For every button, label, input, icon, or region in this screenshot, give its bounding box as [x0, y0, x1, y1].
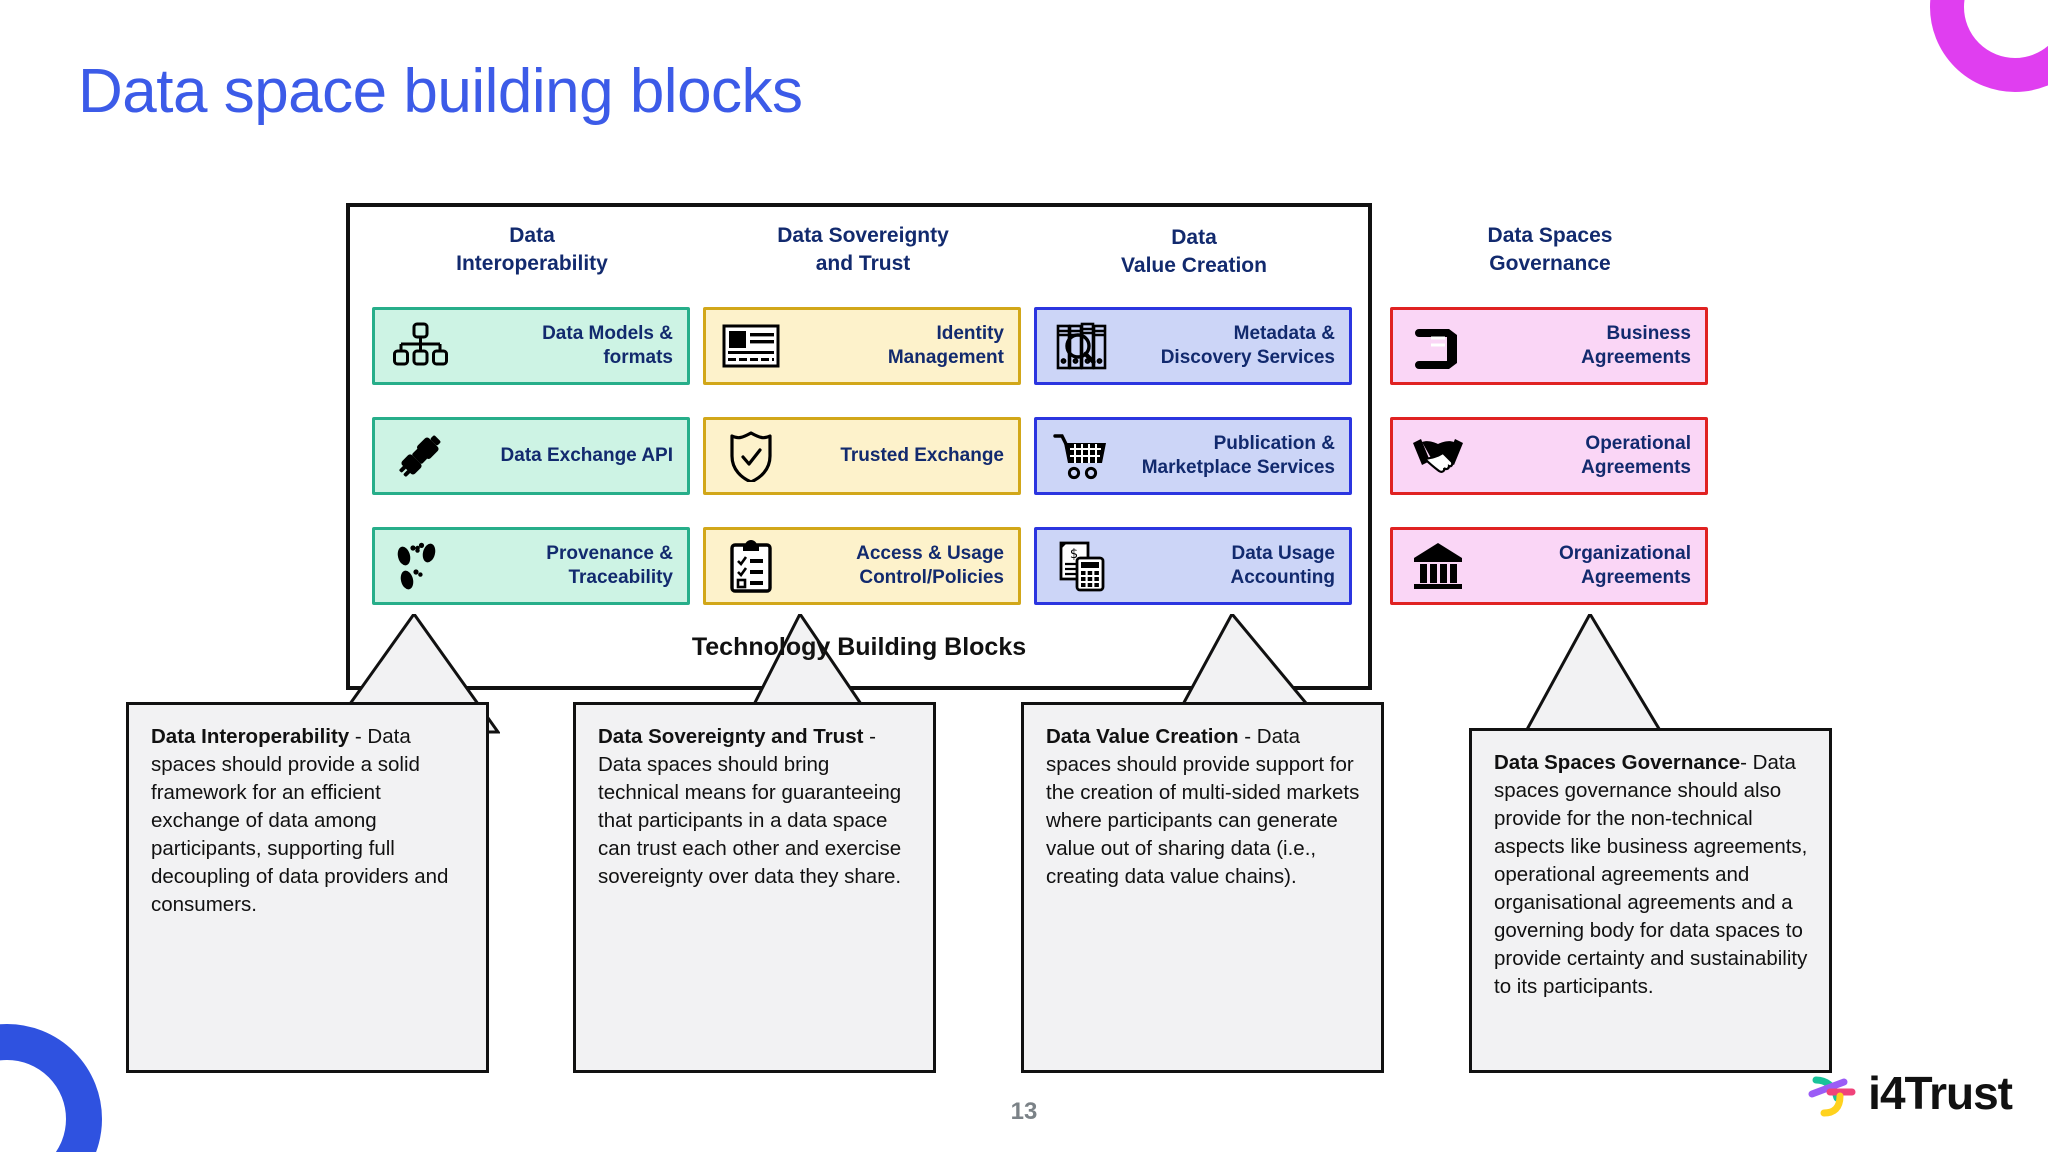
block-access-usage-control-policies[interactable]: Access & Usage Control/Policies: [703, 527, 1021, 605]
shopping-cart-icon: [1045, 425, 1119, 487]
decorative-arc-bottom-left: [0, 1024, 102, 1152]
block-data-usage-accounting[interactable]: $ Data Usage Accounting: [1034, 527, 1352, 605]
block-label: Publication & Marketplace Services: [1141, 433, 1335, 478]
callout-body: - Data spaces should provide a solid fra…: [151, 725, 449, 916]
column-header-data-interoperability: Data Interoperability: [456, 224, 608, 275]
callout-data-sovereignty-and-trust: Data Sovereignty and Trust - Data spaces…: [573, 702, 936, 1073]
bank-building-icon: [1401, 535, 1475, 597]
callout-body: - Data spaces should provide support for…: [1046, 725, 1360, 888]
block-data-exchange-api[interactable]: Data Exchange API: [372, 417, 690, 495]
block-metadata-discovery-services[interactable]: Metadata & Discovery Services: [1034, 307, 1352, 385]
callout-title: Data Value Creation: [1046, 725, 1239, 748]
block-data-models-formats[interactable]: Data Models & formats: [372, 307, 690, 385]
block-label: Organizational Agreements: [1559, 543, 1691, 588]
hierarchy-icon: [383, 315, 457, 377]
block-trusted-exchange[interactable]: Trusted Exchange: [703, 417, 1021, 495]
block-organizational-agreements[interactable]: Organizational Agreements: [1390, 527, 1708, 605]
decorative-arc-top-right: [1930, 0, 2048, 92]
brand-wordmark: i4Trust: [1868, 1067, 2013, 1119]
block-label: Operational Agreements: [1581, 433, 1691, 478]
block-operational-agreements[interactable]: Operational Agreements: [1390, 417, 1708, 495]
handshake-icon: [1401, 425, 1475, 487]
block-label: Business Agreements: [1581, 323, 1691, 368]
block-publication-marketplace-services[interactable]: Publication & Marketplace Services: [1034, 417, 1352, 495]
page-number: 13: [1010, 1098, 1038, 1125]
closed-book-icon: [1401, 315, 1475, 377]
column-header-data-value-creation: Data Value Creation: [1121, 226, 1267, 277]
technology-building-blocks-label: Technology Building Blocks: [691, 633, 1027, 661]
block-label: Provenance & Traceability: [546, 543, 673, 588]
callout-title: Data Spaces Governance: [1494, 751, 1741, 774]
block-business-agreements[interactable]: Business Agreements: [1390, 307, 1708, 385]
i4trust-mark-icon: [1804, 1066, 1858, 1120]
callout-data-spaces-governance: Data Spaces Governance- Data spaces gove…: [1469, 728, 1832, 1073]
page-title: Data space building blocks: [78, 57, 803, 126]
books-magnifier-icon: [1045, 315, 1119, 377]
callout-data-value-creation: Data Value Creation - Data spaces should…: [1021, 702, 1384, 1073]
column-header-data-spaces-governance: Data Spaces Governance: [1487, 224, 1613, 275]
block-label: Data Usage Accounting: [1230, 543, 1336, 588]
callout-title: Data Interoperability: [151, 725, 350, 748]
shield-check-icon: [714, 425, 788, 487]
callout-title: Data Sovereignty and Trust: [598, 725, 864, 748]
block-provenance-traceability[interactable]: Provenance & Traceability: [372, 527, 690, 605]
block-label: Identity Management: [887, 323, 1004, 368]
block-label: Data Exchange API: [500, 445, 673, 467]
block-label: Trusted Exchange: [840, 445, 1004, 467]
footprints-icon: [383, 535, 457, 597]
svg-text:$: $: [1070, 547, 1078, 562]
id-card-icon: [714, 315, 788, 377]
block-identity-management[interactable]: Identity Management: [703, 307, 1021, 385]
block-label: Access & Usage Control/Policies: [856, 543, 1004, 588]
block-label: Data Models & formats: [542, 323, 673, 368]
brand-logo: i4Trust: [1804, 1066, 2013, 1120]
callout-data-interoperability: Data Interoperability - Data spaces shou…: [126, 702, 489, 1073]
invoice-calculator-icon: $: [1045, 535, 1119, 597]
column-header-data-sovereignty-and-trust: Data Sovereignty and Trust: [777, 224, 949, 275]
block-label: Metadata & Discovery Services: [1160, 323, 1335, 368]
clipboard-checklist-icon: [714, 535, 788, 597]
callout-body: - Data spaces should bring technical mea…: [598, 725, 902, 888]
callout-body: - Data spaces governance should also pro…: [1494, 751, 1808, 998]
plug-connector-icon: [383, 425, 457, 487]
